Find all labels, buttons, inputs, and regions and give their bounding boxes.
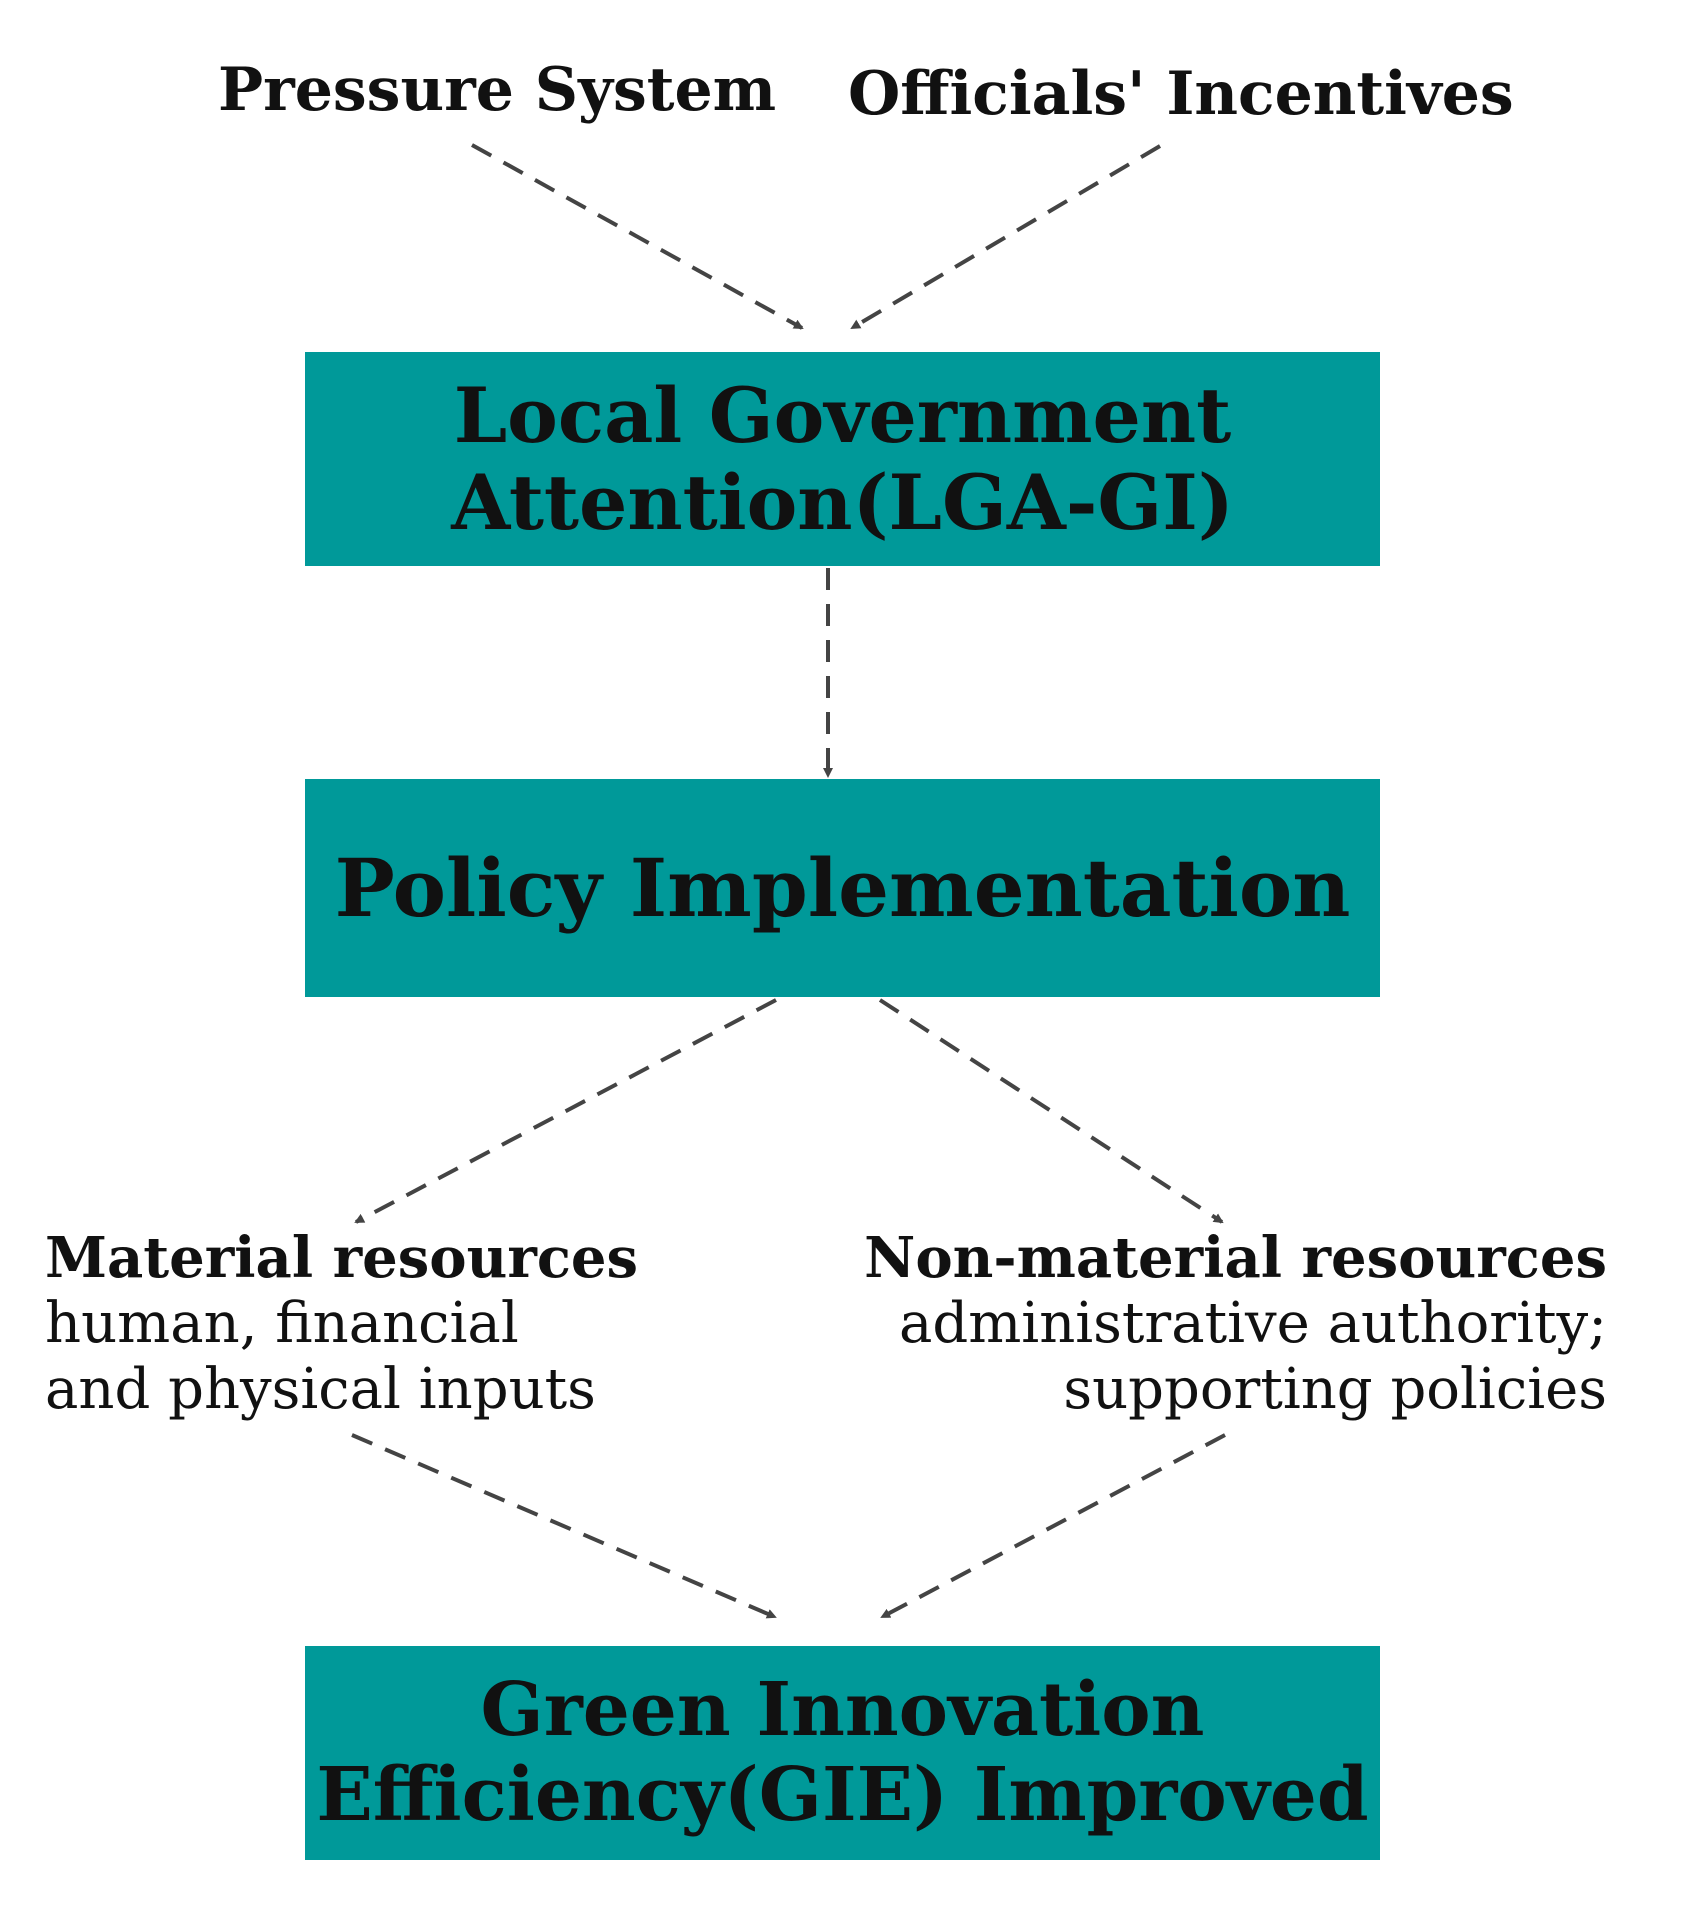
arrow-incentives-to-lga — [850, 144, 1162, 330]
material-resources-line2: and physical inputs — [45, 1357, 596, 1422]
pressure-system-label: Pressure System — [218, 55, 777, 125]
gie-box: Green Innovation Efficiency(GIE) Improve… — [305, 1646, 1380, 1860]
non-material-resources-line2: supporting policies — [1063, 1357, 1607, 1422]
material-resources-line1: human, financial — [45, 1291, 519, 1356]
lga-box: Local Government Attention(LGA-GI) — [305, 352, 1380, 566]
arrow-nonmaterial-to-gie — [880, 1433, 1226, 1619]
gie-box-line2: Efficiency(GIE) Improved — [316, 1752, 1369, 1838]
arrow-policy-to-material — [354, 998, 777, 1224]
gie-box-line1: Green Innovation — [480, 1666, 1205, 1753]
policy-implementation-box: Policy Implementation — [305, 779, 1380, 997]
arrow-material-to-gie — [351, 1433, 777, 1619]
officials-incentives-label: Officials' Incentives — [848, 59, 1514, 129]
arrow-policy-to-nonmaterial — [878, 998, 1224, 1224]
non-material-resources-line1: administrative authority; — [898, 1291, 1607, 1356]
lga-box-line2: Attention(LGA-GI) — [451, 458, 1234, 547]
non-material-resources-block: Non-material resources administrative au… — [864, 1225, 1607, 1423]
arrow-pressure-to-lga — [471, 143, 804, 330]
non-material-resources-title: Non-material resources — [864, 1225, 1607, 1291]
material-resources-title: Material resources — [45, 1225, 639, 1291]
material-resources-block: Material resources human, financial and … — [45, 1225, 638, 1423]
lga-box-line1: Local Government — [453, 370, 1232, 460]
policy-box-line1: Policy Implementation — [334, 841, 1351, 935]
